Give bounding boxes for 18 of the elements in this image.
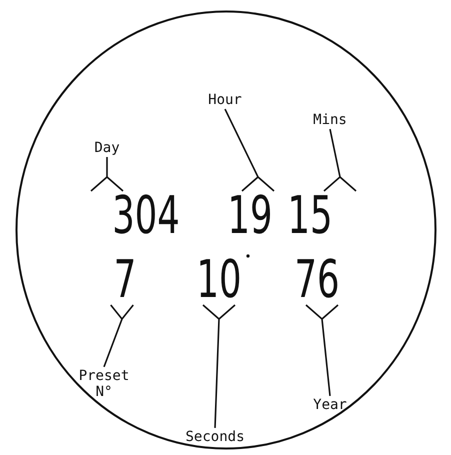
digit-readout: 10 xyxy=(196,254,242,306)
leader-bracket xyxy=(90,156,124,192)
field-label: Seconds xyxy=(186,428,244,446)
field-label: Year xyxy=(313,396,347,414)
field-label: Hour xyxy=(208,92,242,108)
digit-readout: 304 xyxy=(112,190,180,242)
leader-bracket xyxy=(224,108,275,192)
digit-readout: 15 xyxy=(288,190,332,242)
field-label: Day xyxy=(94,140,120,156)
leader-bracket xyxy=(103,304,134,368)
leader-bracket xyxy=(323,128,357,192)
digit-readout: 7 xyxy=(114,254,136,306)
leader-bracket xyxy=(305,304,339,397)
leader-bracket xyxy=(202,304,236,429)
field-label: Mins xyxy=(313,112,347,128)
digit-readout: 76 xyxy=(294,254,340,306)
digit-readout: 19 xyxy=(228,190,272,242)
field-label: Preset N° xyxy=(74,368,134,400)
